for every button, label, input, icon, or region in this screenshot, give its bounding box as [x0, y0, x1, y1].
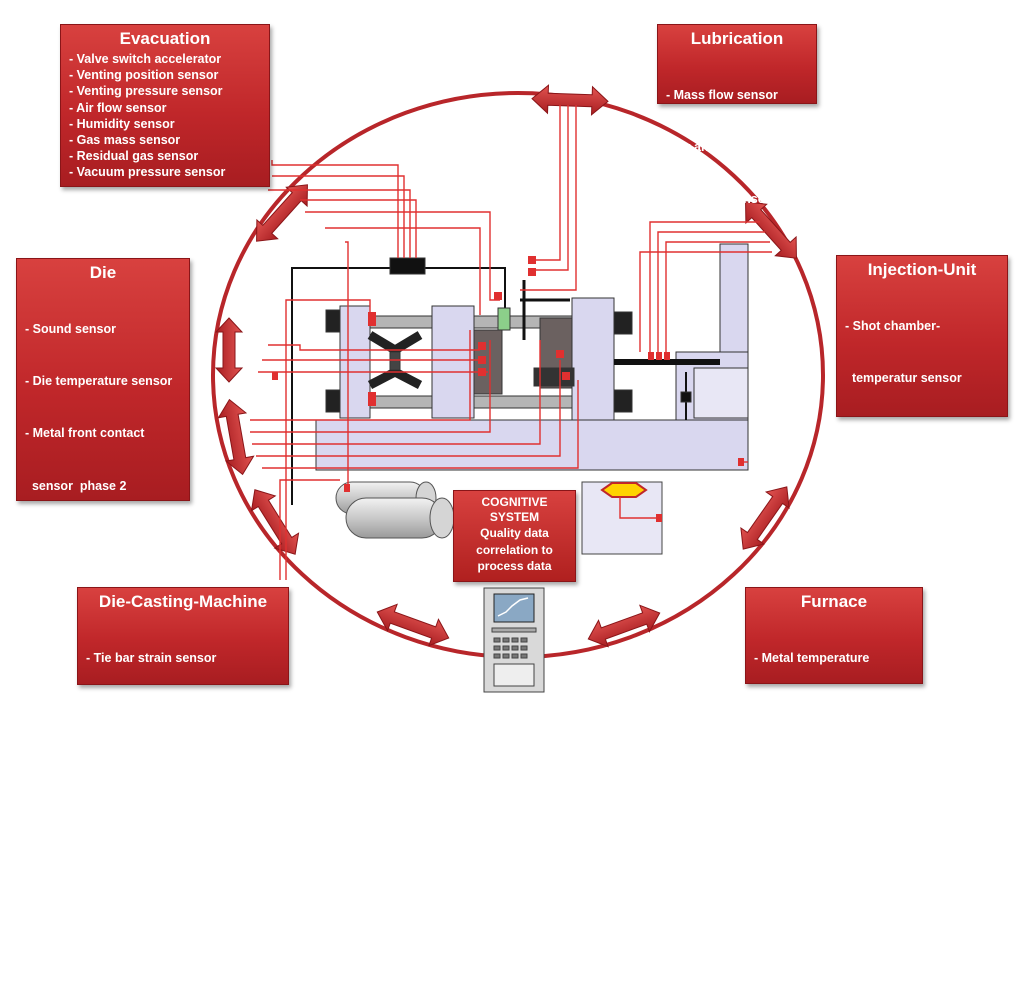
die-item: sensor phase 2	[25, 478, 127, 493]
cognitive-sub-line2: correlation to	[476, 542, 553, 557]
die-item: - Cavity pressure sensor	[25, 948, 171, 963]
evacuation-item: - Gas mass sensor	[69, 133, 181, 148]
machine-item: - Tie bar strain sensor	[86, 651, 217, 665]
cognitive-sub-line1: Quality data	[480, 526, 549, 540]
evacuation-box: Evacuation - Valve switch accelerator - …	[60, 24, 270, 187]
cognitive-title-line1: COGNITIVE	[481, 495, 548, 509]
computer-terminal-icon	[483, 587, 545, 693]
die-title: Die	[89, 263, 117, 282]
ring-arrows	[214, 84, 797, 648]
sensor-wiring	[250, 105, 772, 580]
die-casting-diagram	[211, 84, 825, 693]
evacuation-item: - Residual gas sensor	[69, 149, 199, 164]
accumulator-tanks	[335, 481, 455, 539]
injection-item: - Shot chamber-	[845, 319, 941, 333]
injection-item: - Hydraulic pressure	[845, 527, 966, 542]
furnace-item: sensor	[754, 703, 802, 718]
lubrication-item: - Mass flow sensor	[666, 88, 778, 102]
machine-item: - Ejector pressure sensor	[86, 807, 237, 822]
evacuation-item: - Valve switch accelerator	[69, 52, 222, 66]
sensor-markers	[272, 256, 744, 522]
lubrication-title: Lubrication	[690, 29, 784, 48]
die-casting-machine-title: Die-Casting-Machine	[98, 592, 268, 611]
machine-item: sensor	[86, 755, 134, 770]
evacuation-item: - Vacuum pressure sensor	[69, 165, 226, 180]
die-box: Die - Sound sensor - Die temperature sen…	[16, 258, 190, 962]
evacuation-title: Evacuation	[119, 29, 211, 48]
injection-item: - Piston position sensor	[845, 423, 988, 438]
machine-item: - Locking force pressure	[86, 703, 232, 718]
injection-item: temperatur sensor	[845, 371, 962, 386]
injection-unit-title: Injection-Unit	[867, 260, 977, 279]
injection-unit-box: Injection-Unit - Shot chamber- temperatu…	[836, 255, 1008, 698]
furnace-item: - Metal temperature	[754, 651, 870, 665]
lubrication-box: Lubrication - Mass flow sensor - Air and…	[657, 24, 817, 206]
die-casting-machine-drawing	[291, 243, 749, 505]
die-item: - Sound sensor	[25, 322, 116, 336]
evacuation-item: - Humidity sensor	[69, 116, 175, 131]
evacuation-item: - Venting position sensor	[69, 68, 219, 83]
lubrication-item: - Air and lubricant	[666, 140, 773, 155]
die-item: - Metal front-contact-	[25, 530, 150, 545]
lubrication-item: pressure sensor	[666, 192, 771, 207]
injection-item: - Die fill control sensor	[845, 475, 981, 490]
die-casting-machine-box: Die-Casting-Machine - Tie bar strain sen…	[77, 587, 289, 822]
die-item: sensor	[25, 896, 73, 911]
furnace-box: Furnace - Metal temperature sensor - Fur…	[745, 587, 923, 822]
cognitive-system-box: COGNITIVE SYSTEM Quality data correlatio…	[453, 490, 576, 582]
injection-item: sensor	[845, 684, 893, 699]
furnace-item: sensor	[754, 807, 802, 822]
furnace-item: - Furnace temperature	[754, 755, 886, 770]
die-item: - Die temperature sensor	[25, 374, 173, 389]
furnace-title: Furnace	[800, 592, 868, 611]
evacuation-item: - Air flow sensor	[69, 100, 167, 115]
cognitive-sub-line3: process data	[477, 559, 552, 573]
evacuation-item: - Venting pressure sensor	[69, 84, 223, 99]
cognitive-title-line2: SYSTEM	[489, 510, 540, 524]
die-item: sensor	[25, 687, 73, 702]
die-item: - Metal front contact	[25, 426, 145, 441]
